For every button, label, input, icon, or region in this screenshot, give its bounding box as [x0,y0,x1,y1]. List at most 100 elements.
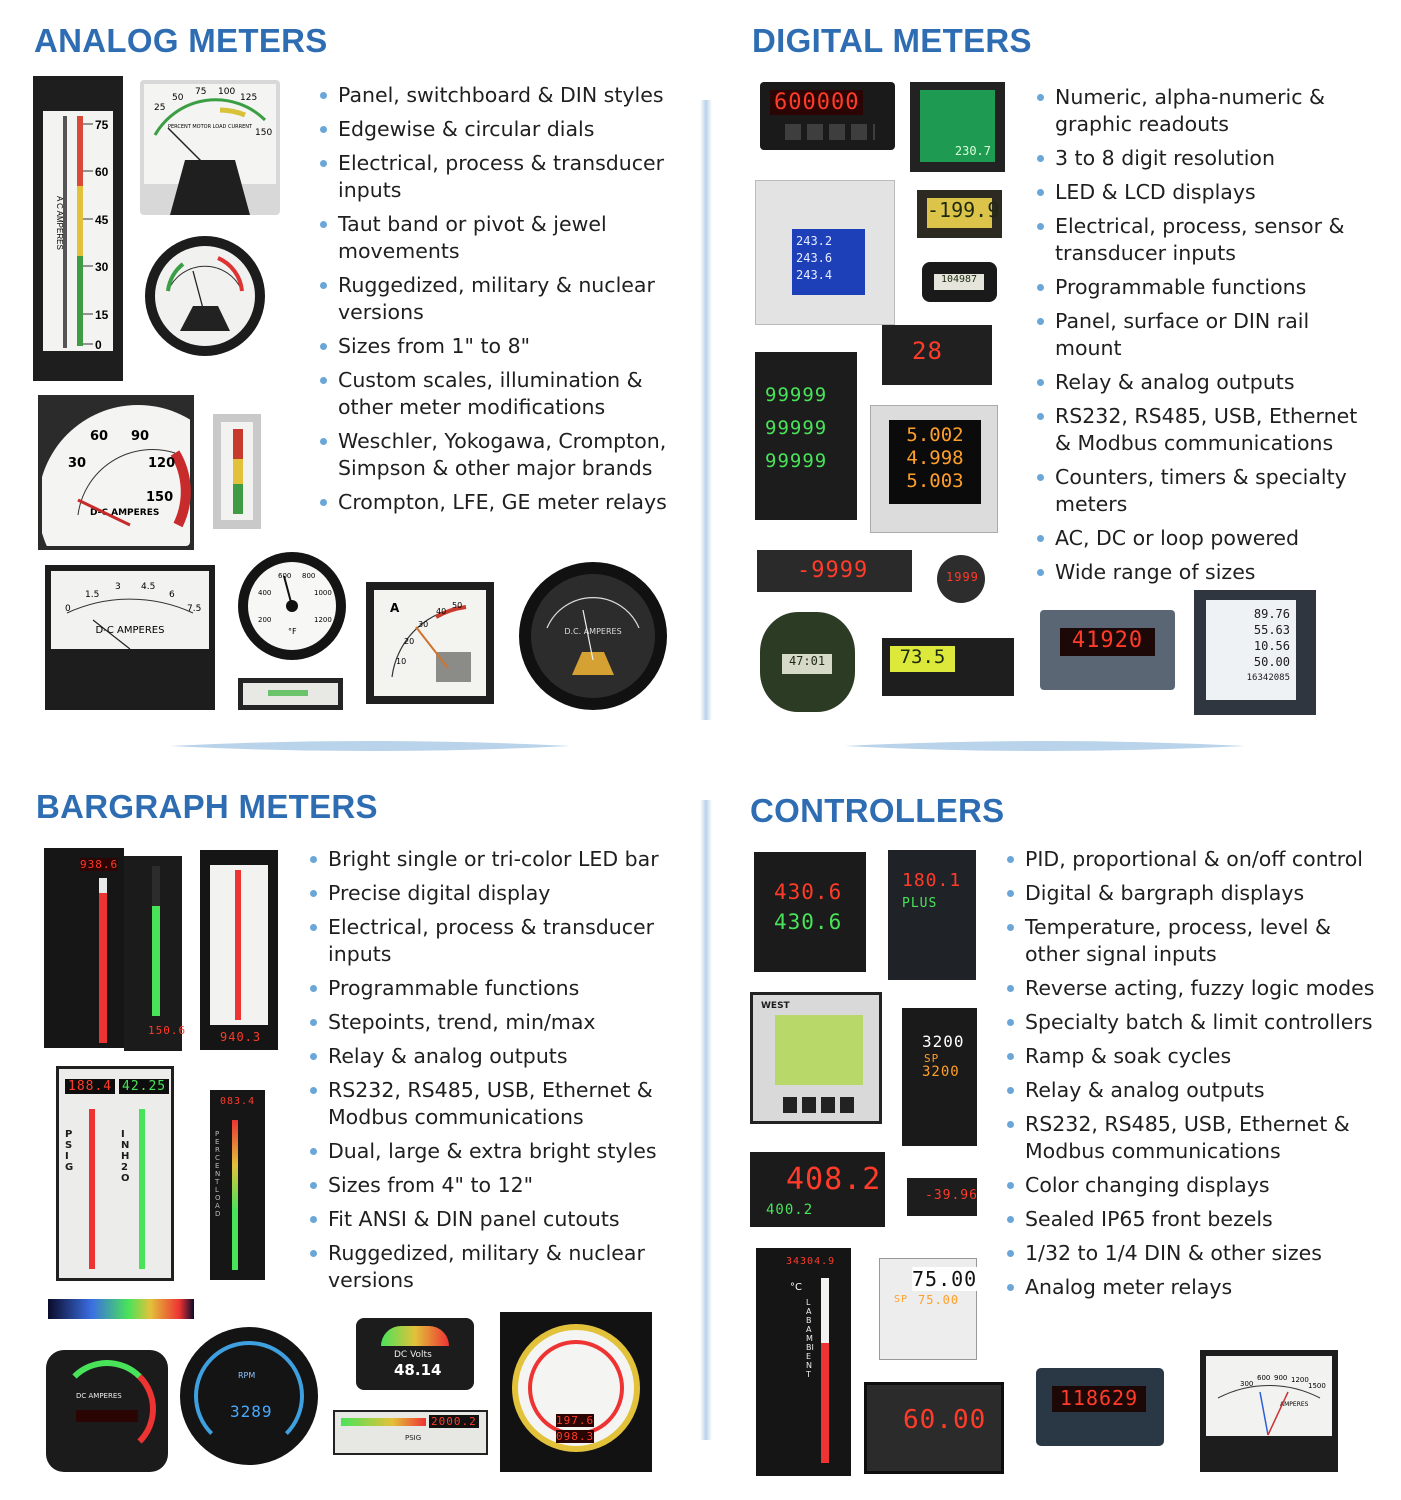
led-readout: 99999 [765,417,828,439]
temp-tick: 800 [302,572,315,580]
wide-dc-ammeter-photo: 0 1.5 3 4.5 6 7.5 D-C AMPERES [45,565,215,710]
bar-label: DC Volts [394,1350,432,1360]
yokogawa-large-controller-photo: 75.00 SP 75.00 [879,1258,978,1360]
temp-tick: 400 [258,589,271,597]
digital-meters-section: DIGITAL METERS Numeric, alpha-numeric & … [712,0,1401,740]
list-item: Electrical, process, sensor & transducer… [1035,213,1375,267]
list-item: LED & LCD displays [1035,179,1375,206]
square-dc-ammeter-photo: 30 60 90 120 150 D-C AMPERES [38,395,194,550]
relay-tick: 1500 [1308,1382,1326,1390]
motor-label: PERCENT MOTOR LOAD CURRENT [168,124,253,130]
lcd-screen: 230.7 [920,90,995,162]
dc-volts-bargraph-photo: DC Volts 48.14 [356,1318,474,1390]
list-item: AC, DC or loop powered [1035,525,1375,552]
led-readout: SP [924,1052,940,1065]
brand: WEST [761,1001,790,1011]
temp-unit: °F [288,627,297,636]
led-readout: 083.4 [220,1096,256,1107]
list-item: RS232, RS485, USB, Ethernet & Modbus com… [308,1077,678,1131]
readout-line: 16342085 [1246,673,1290,683]
round-led-meter-photo: 1999 [937,555,985,603]
digital-meters-heading: DIGITAL METERS [752,22,1032,59]
round-dc-ammeter-photo: D.C. AMPERES [519,562,667,710]
list-item: Programmable functions [308,975,678,1002]
list-item: Wide range of sizes [1035,559,1375,586]
square-tick: 50 [452,601,462,610]
square-unit: A [390,601,400,615]
lcd-readout: 73.5 [890,646,955,672]
motor-load-meter-photo: 25 50 75 100 125 150 PERCENT MOTOR LOAD … [140,80,280,215]
dc-amperes-circular-bargraph-photo: DC AMPERES [46,1350,168,1472]
readout-line: 243.4 [796,268,833,282]
relay-tick: 300 [1240,1380,1253,1388]
led-readout: 41920 [1060,628,1155,656]
led-readout: -9999 [797,558,869,583]
list-item: Relay & analog outputs [1005,1077,1380,1104]
readout-line: 243.6 [796,251,833,265]
display-window: 5.002 4.998 5.003 [889,420,981,504]
lcd-screen: 243.2 243.6 243.4 [792,229,865,295]
graphic-lcd-meter-photo: 230.7 [910,82,1005,172]
horizontal-divider-left [170,741,570,751]
analog-meters-bullets: Panel, switchboard & DIN styles Edgewise… [318,82,678,523]
led-readout: 99999 [765,450,828,472]
led-readout: 2000.2 [429,1415,479,1428]
analog-amperes-meter-relay-photo: 300 600 900 1200 1500 AMPERES [1200,1350,1338,1472]
led-readout: 180.1 [902,870,962,891]
list-item: Ramp & soak cycles [1005,1043,1380,1070]
relay-tick: 1200 [1291,1376,1309,1384]
readout-line: 5.002 [906,424,964,446]
list-item: Color changing displays [1005,1172,1380,1199]
led-readout: 188.4 [65,1079,116,1094]
led-readout: -39.96 [925,1188,978,1203]
led-readout: 60.00 [903,1405,987,1435]
edgewise-tick: 15 [95,308,109,322]
led-readout: 400.2 [766,1202,814,1218]
miniature-bar-meter-photo [238,678,343,710]
rpm-unit: RPM [238,1371,256,1380]
square-tick: 30 [418,620,428,629]
list-item: Temperature, process, level & other sign… [1005,914,1380,968]
list-item: Counters, timers & specialty meters [1035,464,1375,518]
yokogawa-controller-photo: 3200 SP 3200 [902,1008,977,1146]
led-readout: 408.2 [786,1162,882,1197]
square-tick: 10 [396,657,406,666]
counter-display-photo: 600000 [760,82,895,150]
list-item: Ruggedized, military & nuclear versions [308,1240,678,1294]
list-item: Digital & bargraph displays [1005,880,1380,907]
wide-tick: 4.5 [141,582,155,592]
motor-tick: 50 [172,93,184,103]
led-readout: 3200 [922,1032,965,1051]
pid-controller-photo: 430.6 430.6 [754,852,866,972]
list-item: Relay & analog outputs [308,1043,678,1070]
lab-ambient-bargraph-controller-photo: 34304.9 °C LAB AMBIENT [756,1248,851,1476]
square-ammeter-a-photo: A 10 20 30 40 50 [366,582,494,704]
led-readout: 197.6 [556,1414,595,1427]
readout-line: 4.998 [906,447,964,469]
keypad [785,124,875,140]
bargraph-meters-heading: BARGRAPH METERS [36,788,378,825]
list-item: RS232, RS485, USB, Ethernet & Modbus com… [1005,1111,1380,1165]
motor-tick: 100 [218,87,235,97]
led-readout: 75.00 [912,1267,978,1291]
percent-load-bargraph-photo: 083.4 PERCENT LOAD [210,1090,265,1280]
unit-label: °C [790,1282,802,1293]
percent-bargraph-photo: 940.3 [200,850,278,1050]
relay-tick: 900 [1274,1374,1287,1382]
list-item: Specialty batch & limit controllers [1005,1009,1380,1036]
bar-label: DC AMPERES [76,1392,122,1400]
plus-controller-photo: 180.1 PLUS [888,850,976,980]
small-din-controller-photo: -39.96 [907,1178,977,1216]
list-item: Sealed IP65 front bezels [1005,1206,1380,1233]
edgewise-ac-ammeter-photo: 75 60 45 30 15 0 A C AMPERES [33,76,123,381]
bar-label: IN H2O [121,1129,130,1184]
list-item: Electrical, process & transducer inputs [318,150,678,204]
dc-tick: 60 [90,429,108,444]
led-readout: 1999 [946,570,979,584]
hour-meter-photo: 104987 [922,262,997,302]
wide-tick: 7.5 [187,604,201,614]
dc-tick: 90 [131,429,149,444]
edgewise-tick: 0 [95,338,102,352]
controllers-heading: CONTROLLERS [750,792,1005,829]
led-readout: 42.25 [119,1079,170,1094]
